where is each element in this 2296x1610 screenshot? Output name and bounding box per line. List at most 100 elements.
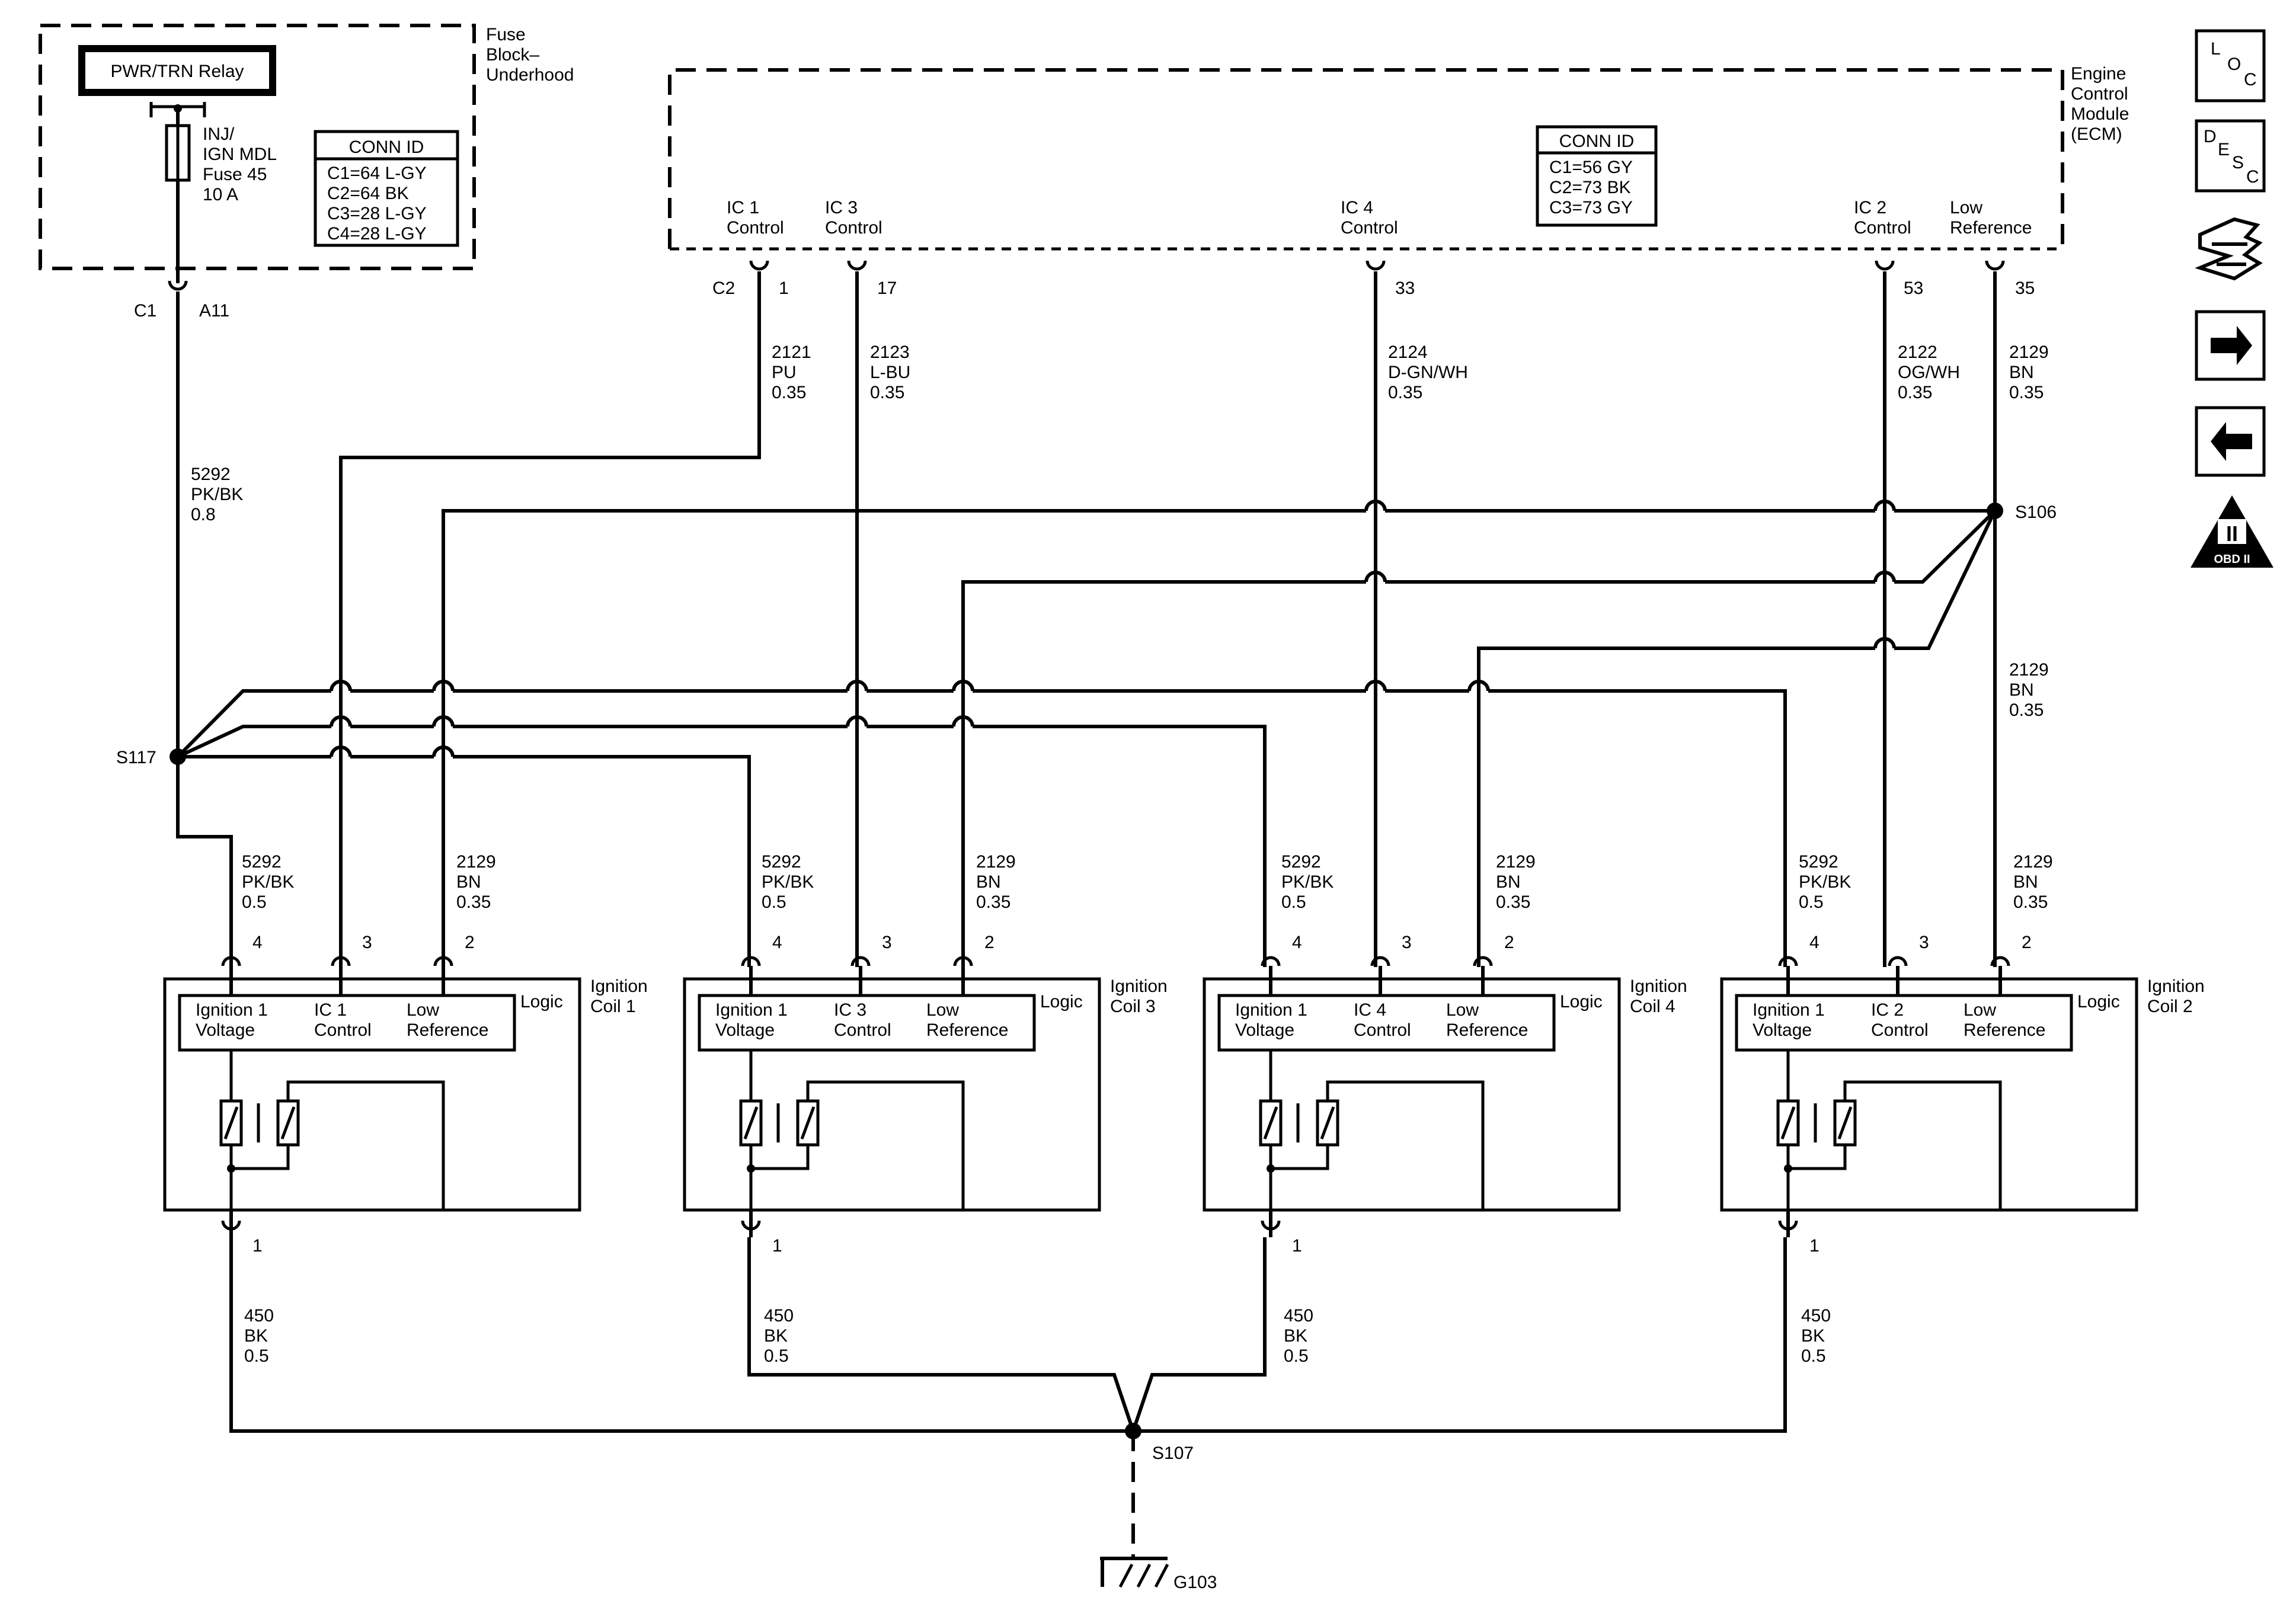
wire-label: 0.8 <box>191 505 216 524</box>
fuse-conn-id-title: CONN ID <box>349 137 424 157</box>
wire-label: 0.35 <box>2009 700 2044 720</box>
ecm-conn-id-title: CONN ID <box>1559 132 1635 151</box>
svg-text:D: D <box>2204 127 2217 146</box>
coil-pin-number: 3 <box>362 933 372 952</box>
wire-label: 2129 <box>1496 852 1536 872</box>
coil-pin-label: Low <box>1964 1000 1996 1020</box>
wire-label: 0.5 <box>764 1346 789 1366</box>
ecm-label-4: (ECM) <box>2071 124 2122 144</box>
engine-control-module: Engine Control Module (ECM) CONN ID C1=5… <box>668 64 2129 298</box>
svg-text:C: C <box>2244 70 2257 89</box>
svg-text:O: O <box>2227 55 2241 74</box>
coil-logic-header <box>178 994 516 1052</box>
wire-5292-coil3 <box>178 755 751 967</box>
wire-label: 2121 <box>772 343 811 362</box>
wire-label: L-BU <box>870 363 910 382</box>
wire-label: 0.5 <box>244 1346 269 1366</box>
coil-logic-label: Logic <box>2077 992 2120 1012</box>
ecm-pin-ic2-label-2: Control <box>1854 218 1911 238</box>
wire-label: BK <box>1284 1326 1307 1346</box>
ecm-pin-ic4-label-2: Control <box>1341 218 1398 238</box>
coil-pin-label: Reference <box>407 1020 488 1040</box>
fuse-block-label-1: Fuse <box>486 25 526 44</box>
coil-pin-label: Low <box>407 1000 439 1020</box>
ecm-pin-number: 53 <box>1904 279 1923 298</box>
fuse-block-label-2: Block– <box>486 45 539 65</box>
ecm-pin-ic2-label-1: IC 2 <box>1854 198 1886 217</box>
fuse-block-underhood: Fuse Block– Underhood PWR/TRN Relay INJ/… <box>39 24 574 321</box>
ecm-pin-number: 1 <box>779 279 789 298</box>
arrow-left-icon[interactable] <box>2195 406 2266 477</box>
wire-label: 0.35 <box>2009 383 2044 402</box>
coil-pin-number: 4 <box>1809 933 1819 952</box>
fuse-block-label-3: Underhood <box>486 65 574 85</box>
ecm-conn-id-line: C3=73 GY <box>1549 198 1633 217</box>
wire-2121 <box>339 271 761 967</box>
obd-ii-icon[interactable]: II OBD II <box>2191 495 2273 568</box>
wire-label: BN <box>2013 872 2038 892</box>
wire-label: 0.35 <box>772 383 806 402</box>
ecm-conn-id-line: C2=73 BK <box>1549 178 1631 197</box>
wire-label: 2129 <box>2009 343 2049 362</box>
wire-label: 0.35 <box>870 383 904 402</box>
wire-label: 450 <box>1284 1306 1313 1326</box>
coil-pin-number: 4 <box>1292 933 1302 952</box>
repair-icon[interactable] <box>2195 217 2263 281</box>
coil-pin-label: Reference <box>1446 1020 1528 1040</box>
coil-pin-label: Control <box>834 1020 891 1040</box>
fuse-label-1: INJ/ <box>203 124 235 144</box>
ecm-label-3: Module <box>2071 104 2129 124</box>
ecm-conn-id <box>1536 125 1658 227</box>
arrow-right-icon[interactable] <box>2195 310 2266 381</box>
wire-label: PK/BK <box>1281 872 1334 892</box>
wire-label: 5292 <box>1799 852 1838 872</box>
coil-pin-number: 3 <box>1919 933 1929 952</box>
wire-label: 0.35 <box>1898 383 1932 402</box>
ecm-pin-number: 33 <box>1395 279 1415 298</box>
ecm-pin-ic1-label-2: Control <box>727 218 784 238</box>
coil-name: Ignition <box>1630 977 1687 996</box>
ecm-label-1: Engine <box>2071 64 2126 84</box>
wire-2129-coil3 <box>961 509 1997 967</box>
splice-s117 <box>170 748 186 765</box>
wire-label: PK/BK <box>762 872 814 892</box>
coil-pin-label: Voltage <box>196 1020 255 1040</box>
ecm-pin-lowref-label-2: Reference <box>1950 218 2032 238</box>
svg-text:L: L <box>2211 39 2221 59</box>
wire-label: 0.35 <box>1496 892 1530 912</box>
coil-pin-number: 1 <box>1809 1236 1819 1256</box>
coil-pin-label: Reference <box>1964 1020 2045 1040</box>
wire-label: 0.5 <box>1799 892 1824 912</box>
wire-label: BN <box>2009 363 2034 382</box>
coil-pin-number: 2 <box>1504 933 1514 952</box>
ecm-pin-ic3-label-1: IC 3 <box>825 198 858 217</box>
splice-s107-label: S107 <box>1152 1443 1194 1463</box>
coil-name: Coil 2 <box>2147 997 2193 1016</box>
svg-text:C: C <box>2246 167 2259 187</box>
coil-name: Coil 3 <box>1110 997 1156 1016</box>
coil-pin-label: Low <box>926 1000 959 1020</box>
coil-pin-number: 2 <box>984 933 994 952</box>
ground-g103-label: G103 <box>1173 1573 1217 1592</box>
coil-logic-header <box>1217 994 1556 1052</box>
coil-logic-label: Logic <box>1040 992 1083 1012</box>
wire-5292-coil4 <box>177 725 1267 967</box>
wire-label: 2123 <box>870 343 910 362</box>
coil-pin-label: IC 2 <box>1871 1000 1904 1020</box>
splice-s117-label: S117 <box>116 748 156 767</box>
wire-label: 450 <box>1801 1306 1831 1326</box>
wire-label: 0.5 <box>242 892 267 912</box>
wire-label: PU <box>772 363 797 382</box>
description-icon[interactable]: D E S C <box>2195 119 2266 193</box>
coil-pin-number: 1 <box>1292 1236 1302 1256</box>
location-icon[interactable]: L O C <box>2195 29 2266 103</box>
wire-label: 450 <box>244 1306 274 1326</box>
coil-pin-label: Ignition 1 <box>715 1000 788 1020</box>
coil-pin-label: Reference <box>926 1020 1008 1040</box>
coil-logic-label: Logic <box>1560 992 1603 1012</box>
coil-pin-label: Ignition 1 <box>196 1000 268 1020</box>
wire-450-outer <box>229 1237 1787 1433</box>
wire-label: 450 <box>764 1306 794 1326</box>
